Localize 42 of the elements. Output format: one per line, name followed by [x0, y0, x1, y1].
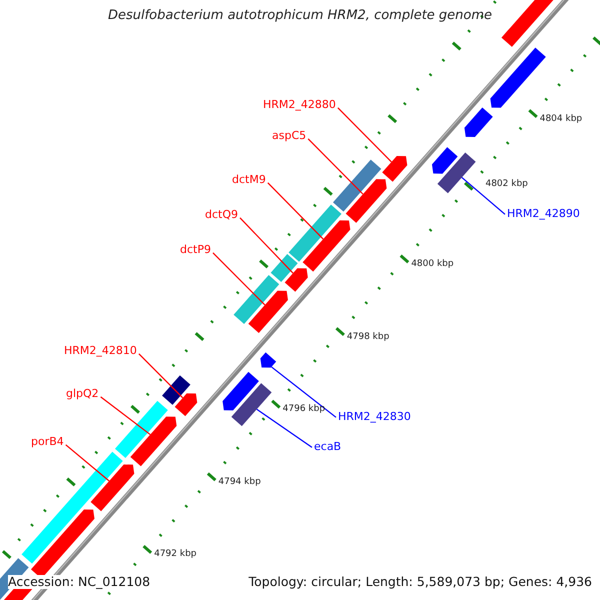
leader-line — [256, 408, 312, 448]
tick-label: 4794 kbp — [218, 476, 261, 488]
title: Desulfobacterium autotrophicum HRM2, complete genome — [106, 9, 494, 24]
leader-line — [337, 107, 392, 162]
gene-label: dctQ9 — [205, 209, 238, 222]
tick-label: 4792 kbp — [154, 549, 196, 560]
gene-block — [174, 393, 198, 416]
gene-block — [437, 152, 476, 194]
tick-label: 4804 kbp — [540, 114, 582, 124]
gene-block — [130, 416, 177, 466]
leader-line — [240, 217, 294, 274]
footer-text: Accession: NC_012108 — [8, 575, 150, 590]
gene-label: HRM2_42880 — [263, 99, 336, 112]
leader-line — [267, 182, 324, 240]
gene-block — [346, 179, 387, 223]
gene-label: dctM9 — [232, 174, 266, 187]
leader-line — [138, 353, 184, 398]
leader-line — [461, 177, 506, 215]
gene-label: porB4 — [31, 436, 64, 449]
gene-block — [90, 464, 134, 512]
footer-text: Topology: circular; Length: 5,589,073 bp; Genes: 4,936 — [248, 575, 592, 590]
gene-block — [260, 352, 276, 368]
leader-line — [212, 252, 266, 306]
gene-label: ecaB — [314, 441, 342, 454]
leader-line — [65, 444, 110, 482]
tick-label: 4802 kbp — [485, 179, 528, 190]
gene-label: glpQ2 — [66, 388, 99, 401]
tick-label: 4796 kbp — [282, 404, 326, 414]
gene-block — [231, 383, 272, 426]
tick-label: 4798 kbp — [346, 332, 390, 342]
tick-label: 4800 kbp — [411, 258, 454, 270]
gene-block — [284, 268, 308, 292]
gene-block — [248, 290, 288, 333]
gene-label: HRM2_42890 — [507, 208, 580, 221]
gene-label: HRM2_42830 — [338, 411, 411, 424]
leader-line — [308, 138, 364, 195]
gene-label: aspC5 — [272, 130, 306, 143]
gene-label: dctP9 — [180, 244, 211, 257]
gene-block — [302, 220, 350, 272]
gene-label: HRM2_42810 — [64, 345, 137, 358]
leader-line — [100, 396, 151, 436]
leader-line — [271, 366, 336, 418]
